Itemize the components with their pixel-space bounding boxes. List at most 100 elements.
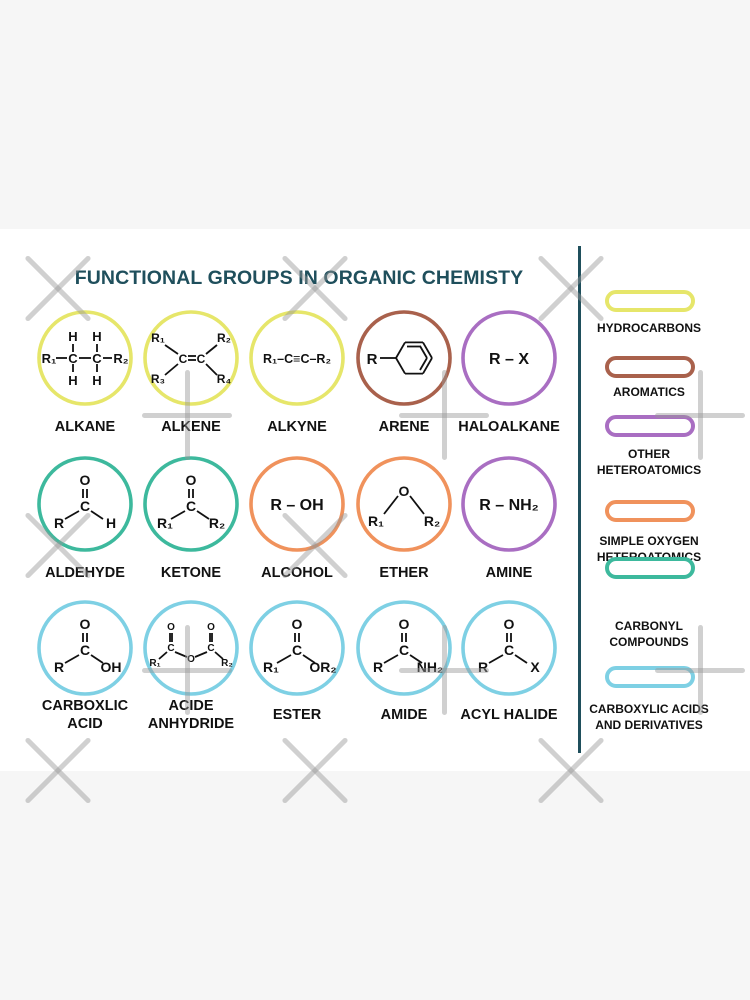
bond-line <box>422 357 433 375</box>
atom-label: R₂ <box>113 351 128 366</box>
atom-label: C <box>292 642 302 658</box>
group-label: ESTER <box>272 707 322 723</box>
legend-swatch-other-heteroatomics <box>605 415 695 437</box>
watermark-mark <box>655 413 745 418</box>
group-label: ALKANE <box>54 419 116 435</box>
legend-swatch-carboxylic <box>605 666 695 688</box>
atom-label: C <box>207 643 214 654</box>
atom-label: NH₂ <box>417 659 443 675</box>
legend-swatch-carbonyl <box>605 557 695 579</box>
group-label: CARBOXLIC ACID <box>20 697 150 733</box>
group-label-line: ACID <box>67 716 103 732</box>
legend-label-line: AND DERIVATIVES <box>595 718 703 732</box>
watermark-mark <box>698 370 703 460</box>
atom-label: H <box>68 373 77 388</box>
atom-label: O <box>399 483 410 499</box>
atom-label: O <box>186 472 197 488</box>
atom-label: C <box>186 498 196 514</box>
group-circle <box>356 600 452 696</box>
bond-line <box>488 654 504 664</box>
atom-label: R₁ <box>149 658 160 669</box>
group-circle <box>143 456 239 552</box>
atom-label: R – OH <box>270 497 323 514</box>
bond-line <box>419 345 428 359</box>
atom-label: R₁–C≡C–R₂ <box>263 352 331 366</box>
group-label: KETONE <box>160 565 222 581</box>
atom-label: C <box>68 351 78 366</box>
legend-swatch-simple-oxygen <box>605 500 695 522</box>
group-arene: R <box>354 308 454 408</box>
bond-line <box>514 654 528 664</box>
bond-line <box>302 654 316 664</box>
atom-label: R <box>478 659 488 675</box>
bond-line <box>164 363 179 376</box>
bond-line <box>395 341 406 359</box>
legend-label: HYDROCARBONS <box>578 320 720 336</box>
group-label: AMIDE <box>380 707 428 723</box>
atom-label: OR₂ <box>309 659 336 675</box>
bond-line <box>170 510 186 520</box>
bond-line <box>383 495 399 515</box>
bond-line <box>419 357 428 371</box>
group-label: HALOALKANE <box>458 419 560 435</box>
group-circle <box>249 456 345 552</box>
atom-label: C <box>504 642 514 658</box>
group-label: ACYL HALIDE <box>460 707 558 723</box>
atom-label: C <box>80 642 90 658</box>
bond-line <box>64 654 80 664</box>
group-amine: R – NH₂ <box>459 454 559 554</box>
bond-line <box>409 654 423 664</box>
atom-label: H <box>106 515 116 531</box>
atom-label: O <box>187 654 195 665</box>
group-label: ALKYNE <box>267 419 327 435</box>
group-circle <box>461 310 557 406</box>
bond-line <box>205 363 218 376</box>
legend-label-line: AROMATICS <box>613 385 685 399</box>
watermark-mark <box>399 668 489 673</box>
group-circle <box>37 310 133 406</box>
legend-label-line: HYDROCARBONS <box>596 321 701 335</box>
group-circle <box>37 600 133 696</box>
atom-label: H <box>92 373 101 388</box>
atom-label: R <box>367 351 378 368</box>
poster-title: FUNCTIONAL GROUPS IN ORGANIC CHEMISTY <box>74 267 524 289</box>
legend-label-line: SIMPLE OXYGEN <box>599 534 699 548</box>
atom-label: R₁ <box>368 513 384 529</box>
bond-line <box>383 654 399 664</box>
bond-line <box>194 651 208 658</box>
group-haloalkane: R – X <box>459 308 559 408</box>
watermark-mark <box>185 625 190 715</box>
group-label: ARENE <box>378 419 430 435</box>
atom-label: R₁ <box>157 515 173 531</box>
atom-label: C <box>197 352 206 366</box>
bond-line <box>158 651 168 660</box>
atom-label: C <box>399 642 409 658</box>
group-label-line: CARBOXLIC <box>41 698 129 714</box>
watermark-mark <box>442 625 447 715</box>
atom-label: O <box>399 616 410 632</box>
watermark-mark <box>142 668 232 673</box>
group-label: ALKENE <box>161 419 221 435</box>
atom-label: O <box>167 622 175 633</box>
watermark-mark <box>142 413 232 418</box>
legend-label-line: COMPOUNDS <box>609 635 689 649</box>
bond-line <box>214 651 224 660</box>
group-circle <box>249 600 345 696</box>
atom-label: R <box>373 659 383 675</box>
atom-label: R₂ <box>217 331 231 345</box>
group-circle <box>461 600 557 696</box>
group-circle <box>356 456 452 552</box>
watermark-mark <box>698 625 703 715</box>
watermark-mark <box>399 413 489 418</box>
legend-label-line: HETEROATOMICS <box>596 463 702 477</box>
atom-label: R <box>54 659 64 675</box>
legend-label-line: CARBONYL <box>615 619 683 633</box>
legend-swatch-aromatics <box>605 356 695 378</box>
atom-label: R₂ <box>209 515 225 531</box>
atom-label: O <box>207 622 215 633</box>
group-circle <box>356 310 452 406</box>
